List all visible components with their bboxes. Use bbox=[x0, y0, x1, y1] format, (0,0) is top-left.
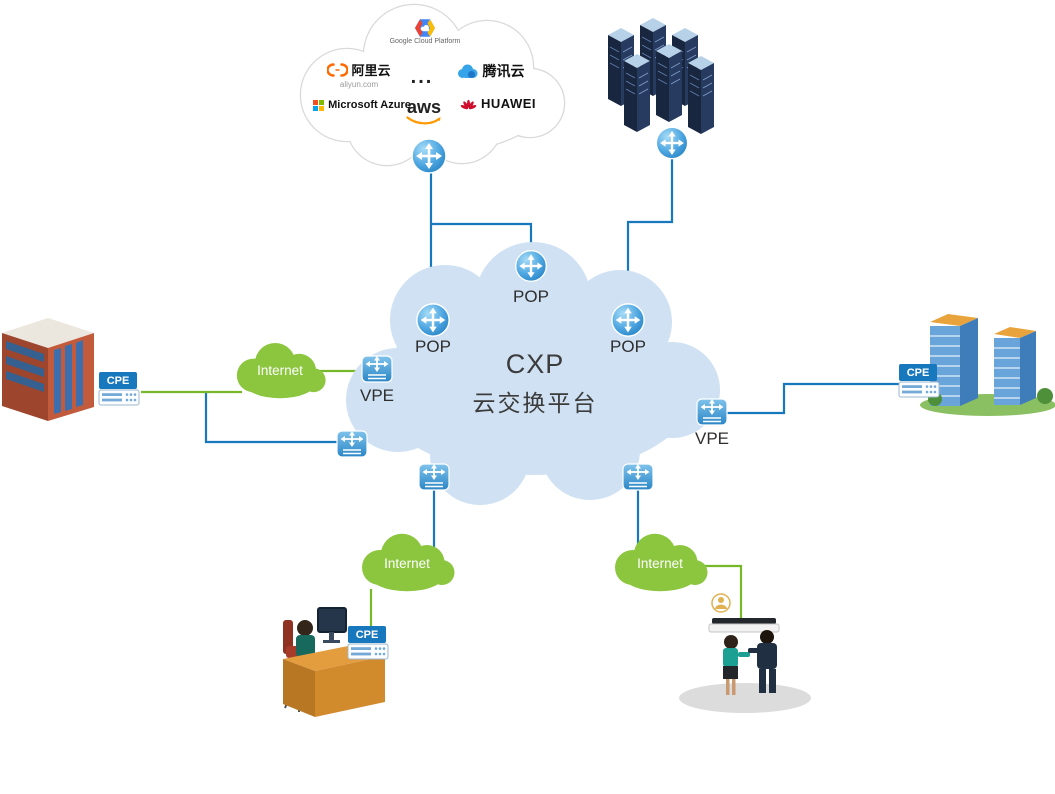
microsoft-icon bbox=[313, 99, 325, 111]
huawei-icon bbox=[460, 99, 477, 110]
internet-bottom-left-label: Internet bbox=[384, 556, 430, 571]
tencent-cloud-icon bbox=[457, 64, 477, 78]
office-building-illustration bbox=[2, 318, 94, 421]
datacenter-illustration bbox=[607, 17, 715, 135]
pop-right-label: POP bbox=[610, 337, 646, 356]
google-cloud-label: Google Cloud Platform bbox=[389, 38, 461, 45]
aws-label: aws bbox=[406, 97, 442, 117]
cpe-left-tag: CPE bbox=[99, 372, 137, 389]
google-cloud-logo: Google Cloud Platform bbox=[386, 19, 464, 45]
cpe-right-tag: CPE bbox=[899, 364, 937, 381]
aws-logo: aws bbox=[400, 97, 448, 125]
huawei-label: HUAWEI bbox=[481, 96, 536, 111]
datacenter-router-icon bbox=[655, 126, 689, 160]
tencent-cloud-logo: 腾讯云 bbox=[448, 61, 532, 81]
tencent-cloud-label: 腾讯云 bbox=[482, 63, 525, 79]
vpe-right-label: VPE bbox=[694, 429, 730, 448]
pop-router-left-icon bbox=[415, 302, 451, 338]
huawei-logo: HUAWEI bbox=[454, 96, 542, 111]
campus-illustration bbox=[920, 314, 1055, 416]
internet-left-label: Internet bbox=[257, 363, 303, 378]
alibaba-cloud-icon bbox=[327, 62, 349, 77]
meeting-illustration bbox=[679, 593, 811, 713]
pop-router-top-icon bbox=[514, 249, 548, 283]
aws-smile-icon bbox=[406, 116, 441, 125]
home-office-illustration bbox=[283, 607, 385, 717]
vpe-left-label: VPE bbox=[359, 386, 395, 405]
google-cloud-icon bbox=[415, 19, 435, 37]
vpe-switch-left-icon bbox=[361, 355, 393, 383]
cpe-device-bottom bbox=[347, 643, 389, 660]
cpe-device-right bbox=[898, 381, 940, 398]
alibaba-cloud-label: 阿里云 bbox=[351, 63, 391, 78]
alibaba-domain-label: aliyun.com bbox=[339, 80, 379, 89]
edge-switch-bottom-left-icon bbox=[418, 463, 450, 491]
cxp-subtitle: 云交换平台 bbox=[472, 390, 598, 416]
connection-lines-blue bbox=[204, 156, 899, 548]
cloud-router-icon bbox=[410, 137, 448, 175]
internet-bottom-right-label: Internet bbox=[637, 556, 683, 571]
cpe-bottom-tag: CPE bbox=[348, 626, 386, 643]
pop-left-label: POP bbox=[415, 337, 451, 356]
cpe-device-left bbox=[98, 389, 140, 406]
cxp-title: CXP bbox=[505, 349, 565, 379]
microsoft-azure-logo: Microsoft Azure bbox=[313, 99, 411, 111]
edge-switch-left-icon bbox=[336, 430, 368, 458]
pop-router-right-icon bbox=[610, 302, 646, 338]
pop-top-label: POP bbox=[513, 287, 549, 306]
alibaba-cloud-logo: 阿里云 aliyun.com bbox=[326, 60, 392, 89]
vpe-switch-right-icon bbox=[696, 398, 728, 426]
edge-switch-bottom-right-icon bbox=[622, 463, 654, 491]
ellipsis-text: ... bbox=[410, 66, 434, 88]
microsoft-azure-label: Microsoft Azure bbox=[328, 99, 411, 111]
